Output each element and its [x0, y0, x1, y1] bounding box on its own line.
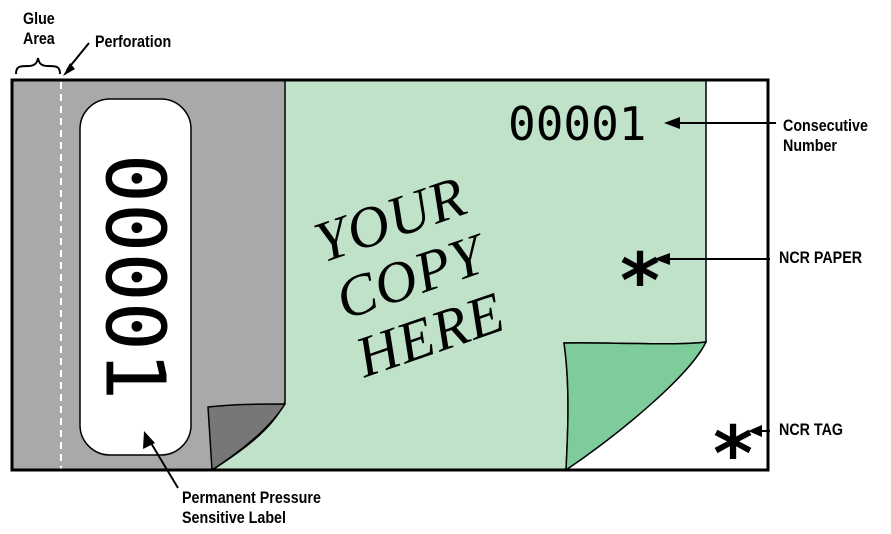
ncr-tag-arrowhead	[748, 425, 762, 437]
callout-arrowheads	[63, 63, 762, 449]
pressure-label-callout-line1: Permanent Pressure	[182, 488, 321, 507]
label-arrowhead	[143, 431, 155, 449]
perforation-label: Perforation	[95, 32, 172, 51]
stub-number: 00001	[87, 154, 182, 401]
ncr-tag-asterisk: *	[713, 409, 753, 498]
ncr-paper-arrowhead	[654, 253, 670, 265]
pressure-label-callout-line2: Sensitive Label	[182, 508, 286, 527]
ncr-paper-asterisk: *	[620, 236, 660, 325]
ticket-outline	[10, 78, 770, 472]
perforation-arrowhead	[63, 63, 75, 76]
ncr-paper-label: NCR PAPER	[779, 248, 863, 267]
ncr-tag-label: NCR TAG	[779, 420, 843, 439]
pressure-label-callout: Permanent Pressure Sensitive Label	[182, 488, 321, 528]
consecutive-number: 00001	[508, 97, 646, 151]
glue-area-label-line1: Glue	[23, 9, 55, 28]
stub-page-curl	[207, 403, 287, 472]
consecutive-number-label: Consecutive Number	[783, 116, 868, 156]
consecutive-number-arrowhead	[664, 117, 680, 129]
consecutive-number-label-line2: Number	[783, 136, 837, 155]
consecutive-number-label-line1: Consecutive	[783, 116, 868, 135]
glue-area-label-line2: Area	[23, 29, 55, 48]
pressure-sensitive-label	[79, 98, 192, 456]
label-arrow-shaft	[147, 437, 179, 489]
ncr-paper-curl	[563, 341, 708, 472]
glue-area-label: Glue Area	[23, 9, 55, 49]
glue-area-brace	[15, 57, 61, 75]
